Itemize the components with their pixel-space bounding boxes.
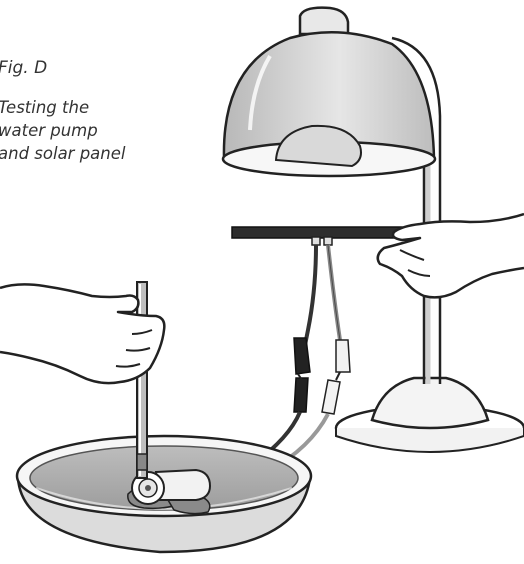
caption-line: water pump <box>0 119 125 142</box>
solar-panel <box>232 227 402 245</box>
figure-caption: Testing the water pump and solar panel <box>0 96 125 165</box>
lamp-base <box>336 378 524 452</box>
figure-label: Fig. D <box>0 58 47 78</box>
caption-line: Testing the <box>0 96 125 119</box>
water-tube <box>137 282 147 478</box>
caption-line: and solar panel <box>0 142 125 165</box>
alligator-clips <box>294 338 350 414</box>
lamp-shade <box>223 8 435 176</box>
